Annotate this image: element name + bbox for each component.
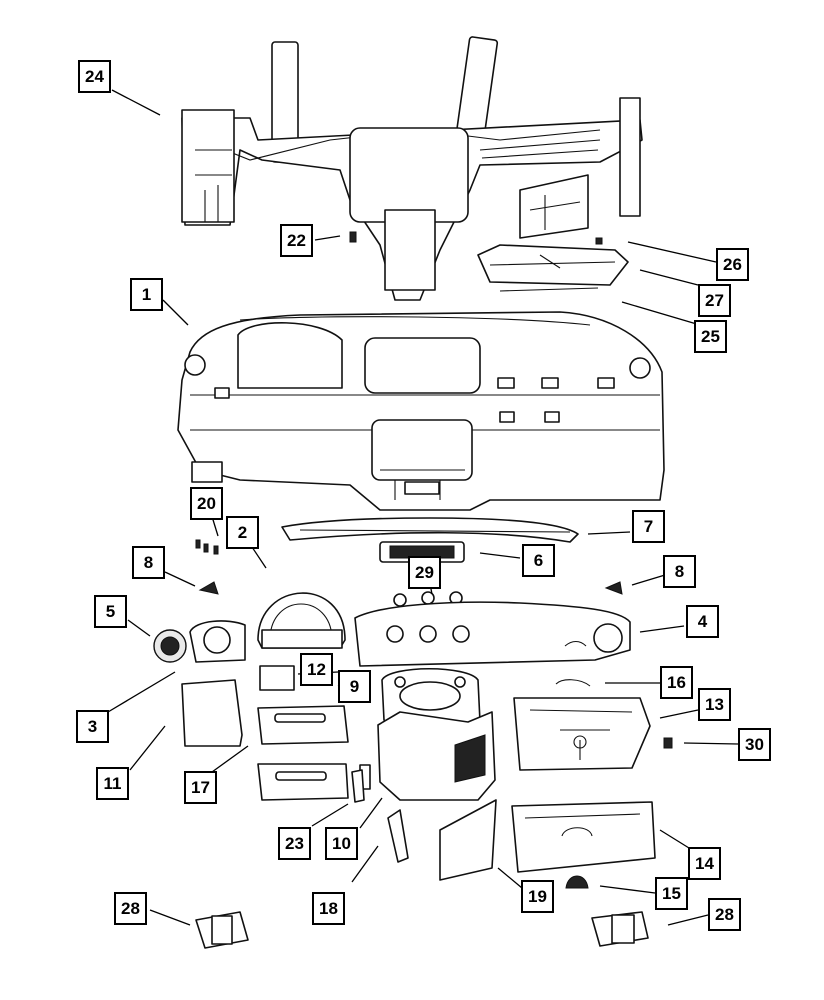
part-5-round-vent [153, 629, 187, 663]
part-22-screw [349, 231, 357, 243]
part-28-left-bracket [195, 911, 249, 949]
callout-14: 14 [688, 847, 721, 880]
callout-15: 15 [655, 877, 688, 910]
callout-8-right: 8 [663, 555, 696, 588]
callout-20: 20 [190, 487, 223, 520]
callout-1: 1 [130, 278, 163, 311]
callout-25: 25 [694, 320, 727, 353]
callout-9: 9 [338, 670, 371, 703]
callout-4: 4 [686, 605, 719, 638]
part-8-left-vent [198, 581, 219, 595]
callout-23: 23 [278, 827, 311, 860]
part-18-trim [387, 809, 409, 863]
part-17-storage-bins [257, 705, 349, 801]
part-26-defroster-duct [477, 237, 629, 286]
part-23-bracket [351, 769, 365, 803]
callout-5: 5 [94, 595, 127, 628]
part-12-switch [259, 665, 295, 691]
callout-8-left: 8 [132, 546, 165, 579]
part-7-defroster-grille [281, 517, 579, 543]
callout-19: 19 [521, 880, 554, 913]
callout-22: 22 [280, 224, 313, 257]
part-6-center-vent [379, 541, 465, 563]
callout-27: 27 [698, 284, 731, 317]
part-16-emblem [555, 679, 591, 687]
callout-28-left: 28 [114, 892, 147, 925]
part-10-lower-center [359, 711, 496, 801]
part-27-strip [499, 287, 599, 292]
callout-6: 6 [522, 544, 555, 577]
part-15-latch [565, 875, 589, 889]
part-2-cluster-bezel [257, 592, 346, 649]
callout-18: 18 [312, 892, 345, 925]
part-3-side-bezel [189, 620, 246, 663]
callout-7: 7 [632, 510, 665, 543]
part-24-cross-car-beam [181, 36, 643, 301]
part-11-left-panel [181, 679, 243, 747]
part-20-screws [195, 539, 219, 555]
callout-30: 30 [738, 728, 771, 761]
callout-12: 12 [300, 653, 333, 686]
callout-16: 16 [660, 666, 693, 699]
part-14-glovebox-door [511, 801, 656, 873]
callout-26: 26 [716, 248, 749, 281]
callout-28-right: 28 [708, 898, 741, 931]
part-4-dash-bezel [354, 601, 631, 667]
part-13-glovebox-bin [513, 697, 651, 771]
part-8-right-vent [604, 581, 623, 595]
part-1-instrument-panel [177, 311, 665, 511]
callout-11: 11 [96, 767, 129, 800]
callout-13: 13 [698, 688, 731, 721]
callout-29: 29 [408, 556, 441, 589]
callout-3: 3 [76, 710, 109, 743]
part-bracket-upper-right [519, 174, 589, 239]
callout-24: 24 [78, 60, 111, 93]
callout-2: 2 [226, 516, 259, 549]
part-19-trim [439, 799, 497, 881]
leader-lines [107, 89, 739, 926]
part-28-right-bracket [591, 911, 649, 947]
part-30-clip [663, 737, 673, 749]
callout-17: 17 [184, 771, 217, 804]
callout-10: 10 [325, 827, 358, 860]
